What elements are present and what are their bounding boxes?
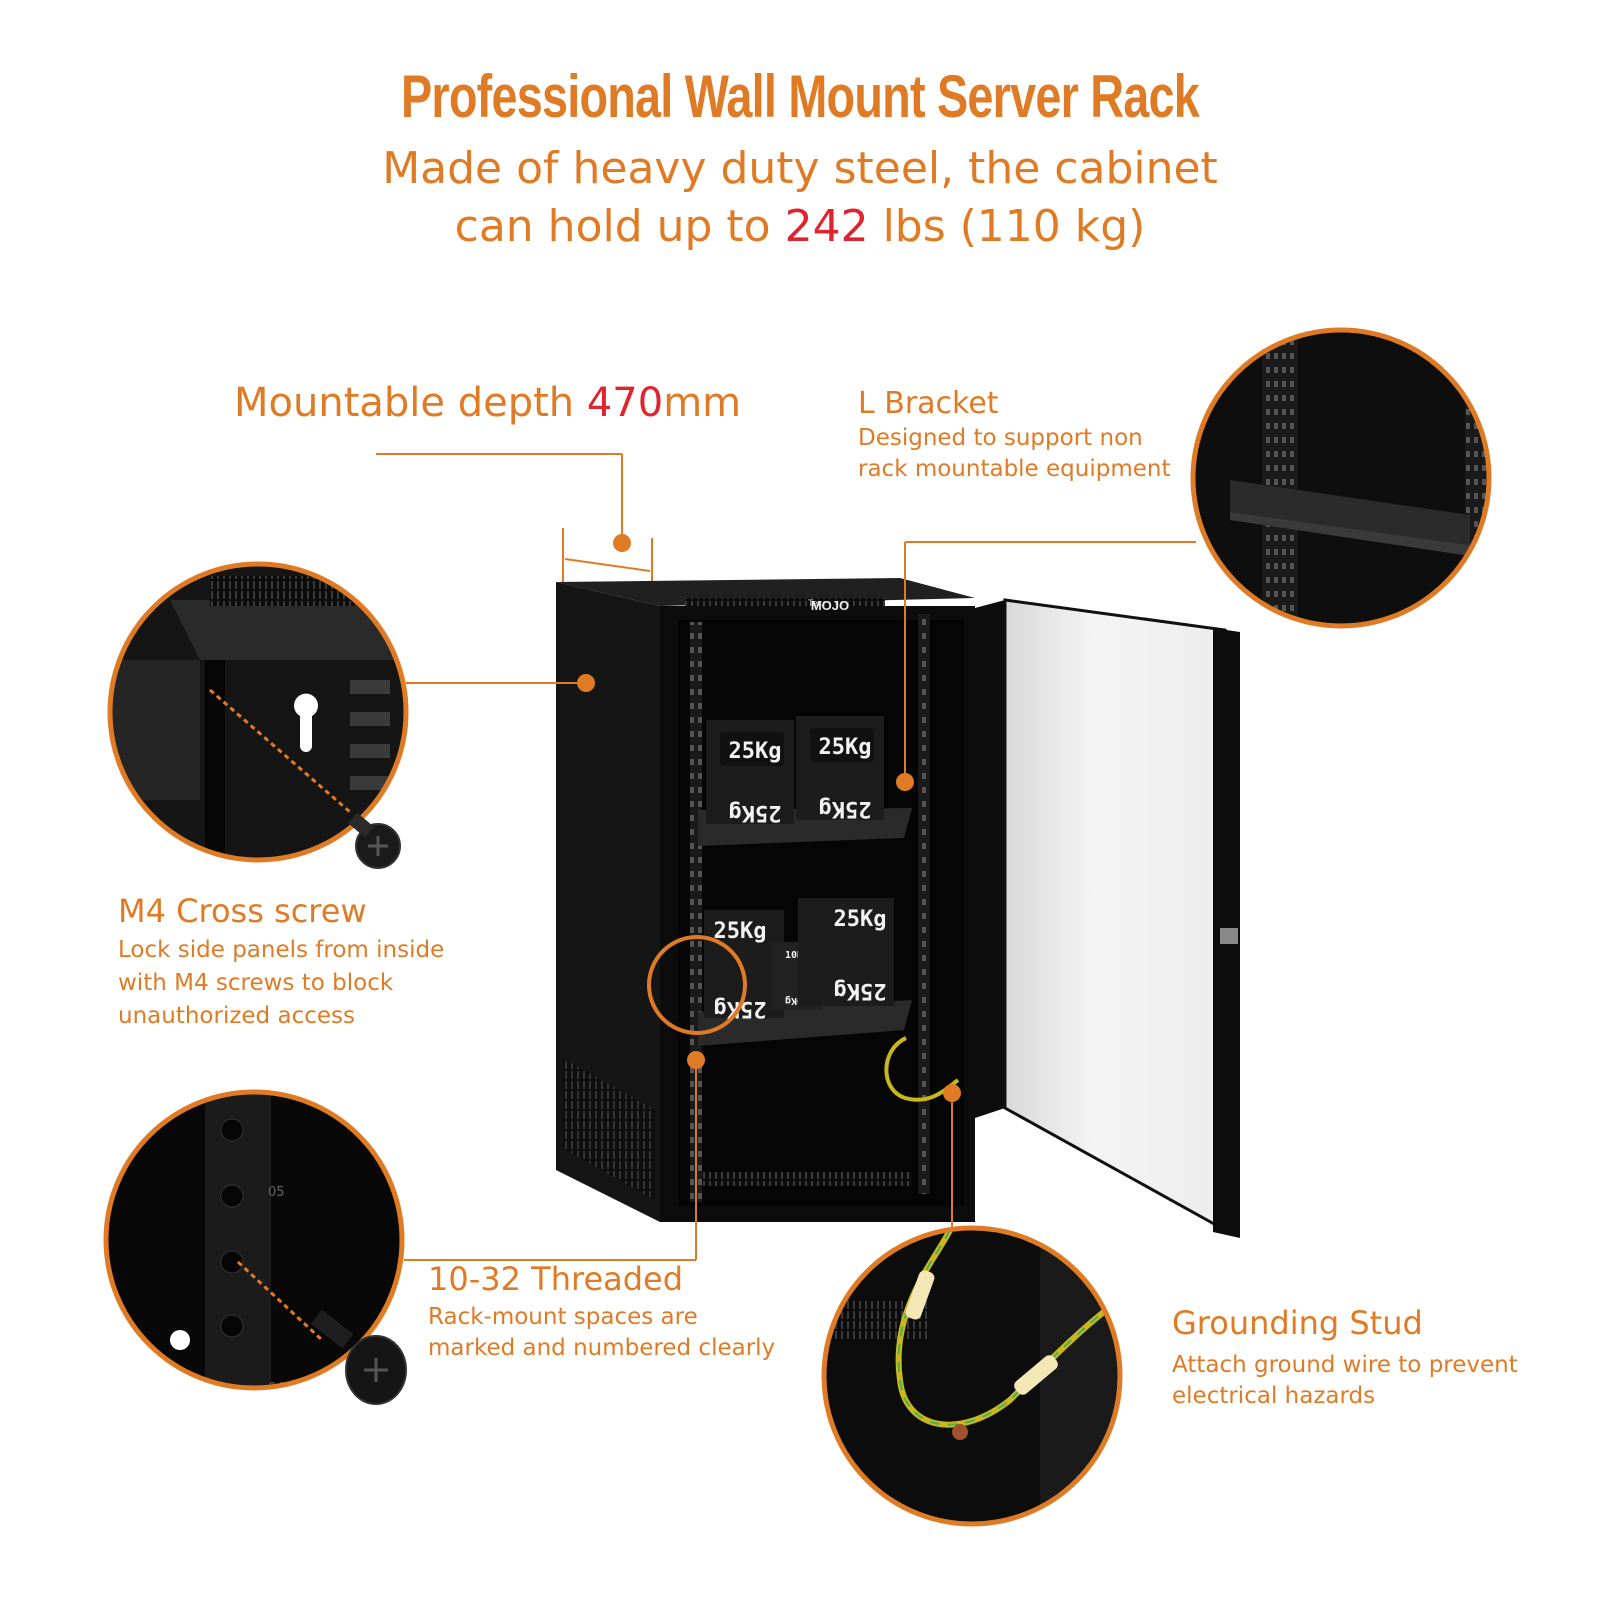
- l-bracket-desc-line: rack mountable equipment: [858, 456, 1171, 482]
- threaded-rail-detail-image: 05 04: [103, 1089, 407, 1405]
- page-subtitle: Made of heavy duty steel, the cabinet ca…: [0, 140, 1600, 256]
- callout-marker-dots: [577, 674, 961, 1102]
- page-title: Professional Wall Mount Server Rack: [400, 63, 1200, 130]
- threaded-title: 10-32 Threaded: [428, 1260, 684, 1298]
- subtitle-line-2-pre: can hold up to: [454, 201, 785, 252]
- grounding-desc-line: Attach ground wire to prevent: [1172, 1352, 1518, 1378]
- weight-label: 25Kg: [729, 739, 782, 764]
- m4-screw-desc-line: with M4 screws to block: [118, 970, 394, 996]
- rack-cabinet: Tec MOJO: [556, 578, 975, 1222]
- threaded-desc-line: Rack-mount spaces are: [428, 1304, 698, 1330]
- subtitle-line-2-post: lbs (110 kg): [868, 201, 1146, 252]
- grounding-desc-line: electrical hazards: [1172, 1383, 1376, 1409]
- depth-callout-value: 470: [586, 380, 664, 426]
- threaded-desc-line: marked and numbered clearly: [428, 1335, 776, 1361]
- weight-label: 25Kg: [834, 907, 887, 932]
- weight-label-small: 10Kg: [785, 950, 809, 961]
- m4-screw-title: M4 Cross screw: [118, 892, 367, 930]
- l-bracket-detail-image: [1190, 327, 1492, 629]
- weight-block: 25Kg 25Kg: [798, 898, 894, 1006]
- weight-blocks: 25Kg 25Kg 25Kg 25Kg 25Kg 25Kg 10Kg 10Kg …: [704, 716, 894, 1021]
- threaded-screw-icon: [310, 1309, 407, 1405]
- weight-capacity-value: 242: [784, 201, 869, 252]
- l-bracket-description: Designed to support non rack mountable e…: [858, 423, 1171, 485]
- weight-label: 25Kg: [729, 800, 782, 825]
- grounding-title: Grounding Stud: [1172, 1304, 1423, 1342]
- m4-screw-description: Lock side panels from inside with M4 scr…: [118, 934, 444, 1033]
- weight-label: 25Kg: [819, 796, 872, 821]
- door-lock-icon: [1220, 928, 1238, 944]
- weight-block: 25Kg 25Kg: [706, 720, 794, 825]
- depth-callout-unit: mm: [663, 380, 742, 426]
- subtitle-line-1: Made of heavy duty steel, the cabinet: [382, 143, 1218, 194]
- weight-block: 25Kg 25Kg: [796, 716, 884, 821]
- glass-door: [975, 598, 1240, 1238]
- l-bracket-desc-line: Designed to support non: [858, 425, 1143, 451]
- depth-callout-title: Mountable depth 470mm: [234, 380, 741, 426]
- weight-label: 25Kg: [819, 735, 872, 760]
- m4-screw-desc-line: unauthorized access: [118, 1003, 355, 1029]
- screw-icon: [348, 812, 401, 869]
- brand-logo-text: MOJO: [811, 598, 849, 613]
- brand-small-text: Tec: [808, 598, 823, 608]
- weight-label-small: 10Kg: [785, 995, 809, 1006]
- depth-callout-pre: Mountable depth: [234, 380, 587, 426]
- l-bracket-title: L Bracket: [858, 386, 999, 421]
- depth-marker-dot: [613, 534, 631, 552]
- m4-screw-desc-line: Lock side panels from inside: [118, 937, 445, 963]
- weight-label: 25Kg: [714, 919, 767, 944]
- threaded-description: Rack-mount spaces are marked and numbere…: [428, 1302, 775, 1364]
- grounding-description: Attach ground wire to prevent electrical…: [1172, 1350, 1518, 1412]
- subtitle-line-2: can hold up to 242 lbs (110 kg): [0, 198, 1600, 256]
- m4-screw-detail-image: [107, 561, 409, 869]
- weight-label: 25Kg: [834, 978, 887, 1003]
- grounding-stud-detail-image: [821, 1225, 1123, 1527]
- rail-number-top: 05: [268, 1185, 285, 1200]
- callout-connectors: [404, 541, 1196, 1261]
